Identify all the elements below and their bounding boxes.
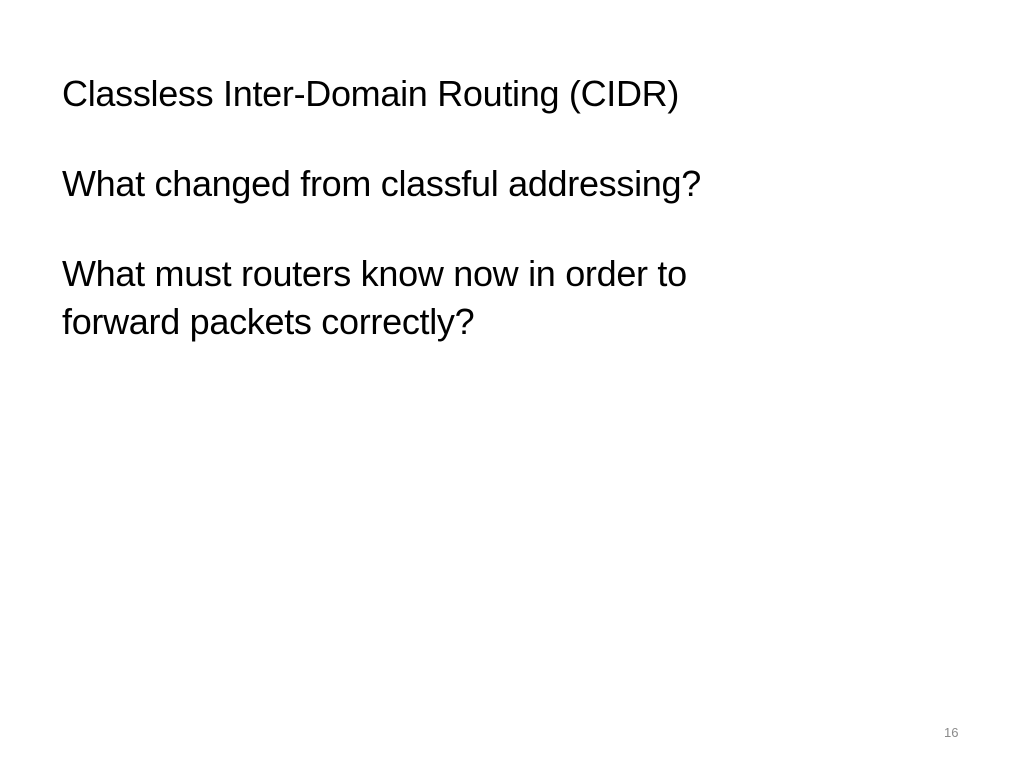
slide-body: Classless Inter-Domain Routing (CIDR) Wh… [62,70,922,388]
question-router-knowledge: What must routers know now in order to f… [62,253,687,342]
slide-number: 16 [944,725,959,740]
question-classful-change: What changed from classful addressing? [62,163,701,204]
slide-heading-cidr: Classless Inter-Domain Routing (CIDR) [62,73,680,114]
